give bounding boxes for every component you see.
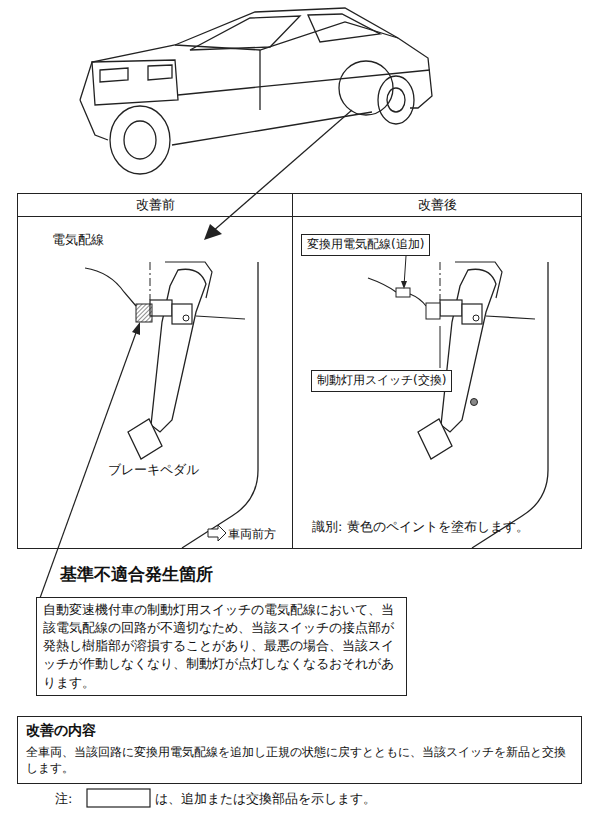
note-label: 注: xyxy=(55,791,72,807)
note-label: は、追加または交換部品を示します。 xyxy=(155,791,376,807)
panel-header: 改善前 xyxy=(18,194,292,217)
section-body: 全車両、当該回路に変換用電気配線を追加し正規の状態に戻すとともに、当該スイッチを… xyxy=(26,744,573,778)
part-label: ブレーキペダル xyxy=(108,462,199,478)
after-panel: 改善後変換用電気配線(追加) 制動灯用スイッチ(交換) xyxy=(292,193,582,549)
callout-heading: 基準不適合発生箇所 xyxy=(36,563,407,585)
defect-callout: 基準不適合発生箇所自動変速機付車の制動灯用スイッチの電気配線において、当該電気配… xyxy=(36,563,407,696)
note-label: 識別: 黄色のペイントを塗布します。 xyxy=(312,519,529,535)
improvement-box: 改善の内容全車両、当該回路に変換用電気配線を追加し正規の状態に戻すとともに、当該… xyxy=(17,716,582,784)
added-part-box: 変換用電気配線(追加) xyxy=(301,234,430,256)
callout-body: 自動変速機付車の制動灯用スイッチの電気配線において、当該電気配線の回路が不適切な… xyxy=(36,597,407,696)
part-name: 変換用電気配線(追加) xyxy=(307,237,424,253)
section-heading: 改善の内容 xyxy=(26,721,573,741)
panel-header: 改善後 xyxy=(293,194,581,217)
part-label: 電気配線 xyxy=(52,232,104,248)
direction-label: 車両前方 xyxy=(228,527,276,541)
part-name: 制動灯用スイッチ(交換) xyxy=(317,373,446,389)
car-drawing xyxy=(80,8,432,174)
replaced-part-box: 制動灯用スイッチ(交換) xyxy=(311,370,452,392)
